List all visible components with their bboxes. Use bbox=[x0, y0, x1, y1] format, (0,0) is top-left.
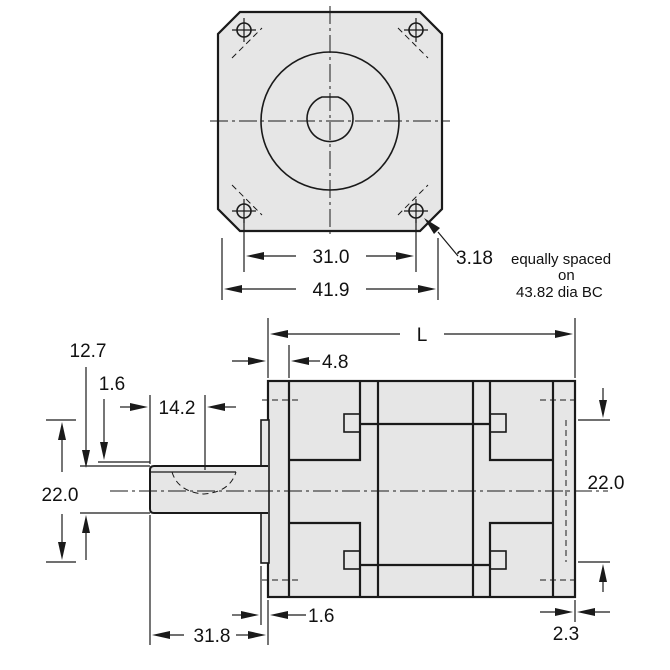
dim-length: L bbox=[417, 325, 428, 346]
dim-rear-offset: 2.3 bbox=[553, 624, 579, 645]
hole-note-line3: 43.82 dia BC bbox=[516, 284, 603, 301]
side-view: L 4.8 14.2 12.7 1.6 22.0 bbox=[42, 318, 625, 647]
dim-flat-length: 14.2 bbox=[159, 398, 196, 419]
dim-pilot-height: 1.6 bbox=[99, 374, 125, 395]
front-view: 31.0 41.9 3.18 equally spaced on 43.82 d… bbox=[210, 6, 611, 301]
motor-body bbox=[266, 379, 577, 599]
hidden-line bbox=[231, 27, 263, 59]
shaft-end bbox=[306, 96, 354, 143]
hidden-line bbox=[397, 184, 429, 216]
shaft bbox=[149, 465, 268, 514]
dim-flange-thickness: 4.8 bbox=[322, 352, 348, 373]
hidden-line bbox=[231, 184, 263, 216]
dim-shaft-center-right: 22.0 bbox=[588, 473, 625, 494]
dim-shaft-center-left: 22.0 bbox=[42, 485, 79, 506]
hidden-line bbox=[397, 27, 429, 59]
key-hidden bbox=[171, 471, 237, 495]
dim-pilot-depth: 1.6 bbox=[308, 606, 334, 627]
dim-hole-spacing: 31.0 bbox=[313, 247, 350, 268]
hole-note-line2: on bbox=[558, 267, 575, 284]
dim-shaft-flat-offset: 12.7 bbox=[70, 341, 107, 362]
dim-hole-dia: 3.18 bbox=[456, 248, 493, 269]
dim-flange-width: 41.9 bbox=[313, 280, 350, 301]
hole-note-line1: equally spaced bbox=[511, 251, 611, 268]
dim-shaft-length: 31.8 bbox=[194, 626, 231, 647]
